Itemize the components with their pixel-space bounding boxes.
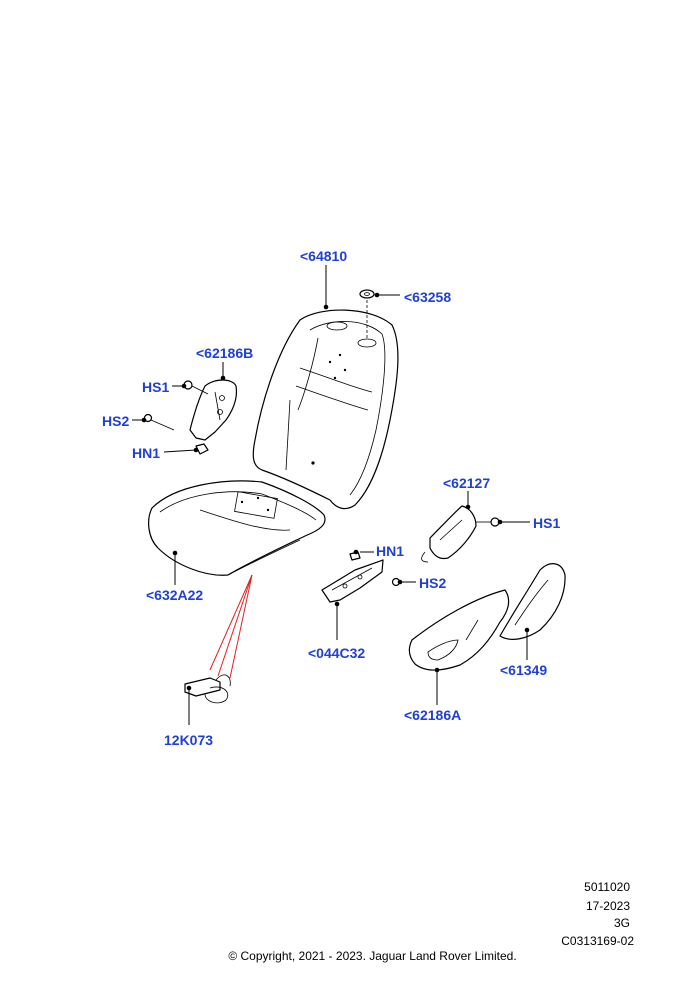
label-12k073[interactable]: 12K073 bbox=[164, 732, 213, 748]
diagram-id: 5011020 bbox=[584, 880, 630, 894]
copyright-notice: © Copyright, 2021 - 2023. Jaguar Land Ro… bbox=[228, 949, 517, 963]
label-hs1-right[interactable]: HS1 bbox=[533, 515, 560, 531]
label-63258[interactable]: <63258 bbox=[404, 289, 451, 305]
leader-lines bbox=[132, 265, 530, 725]
label-hs2-right[interactable]: HS2 bbox=[419, 575, 446, 591]
seat-back-side-cover bbox=[499, 563, 566, 640]
label-62186a[interactable]: <62186A bbox=[404, 707, 461, 723]
hn1-left-nut bbox=[195, 443, 209, 455]
label-044c32[interactable]: <044C32 bbox=[308, 645, 365, 661]
relation-lines bbox=[209, 574, 253, 679]
diagram-model-code: 3G bbox=[613, 916, 630, 930]
head-restraint-guide-cap bbox=[359, 289, 375, 338]
diagram-reference: C0313169-02 bbox=[561, 934, 634, 948]
inner-side-shield bbox=[189, 379, 238, 441]
module-12k073 bbox=[184, 674, 231, 704]
wiring-bracket bbox=[421, 505, 477, 563]
label-64810[interactable]: <64810 bbox=[300, 248, 347, 264]
label-hn1-right[interactable]: HN1 bbox=[376, 543, 404, 559]
seat-cushion bbox=[148, 480, 326, 576]
outer-side-shield bbox=[408, 589, 510, 671]
seat-back-frame bbox=[252, 309, 399, 510]
label-62186b[interactable]: <62186B bbox=[196, 345, 253, 361]
label-61349[interactable]: <61349 bbox=[500, 662, 547, 678]
label-62127[interactable]: <62127 bbox=[443, 475, 490, 491]
hs2-left-screw bbox=[143, 413, 175, 431]
label-hs2-left[interactable]: HS2 bbox=[102, 413, 129, 429]
label-632a22[interactable]: <632A22 bbox=[146, 587, 203, 603]
side-bracket bbox=[321, 559, 384, 603]
label-hs1-left[interactable]: HS1 bbox=[142, 379, 169, 395]
diagram-year: 17-2023 bbox=[585, 899, 630, 913]
hs1-right-screw bbox=[476, 517, 500, 527]
label-hn1-left[interactable]: HN1 bbox=[132, 445, 160, 461]
